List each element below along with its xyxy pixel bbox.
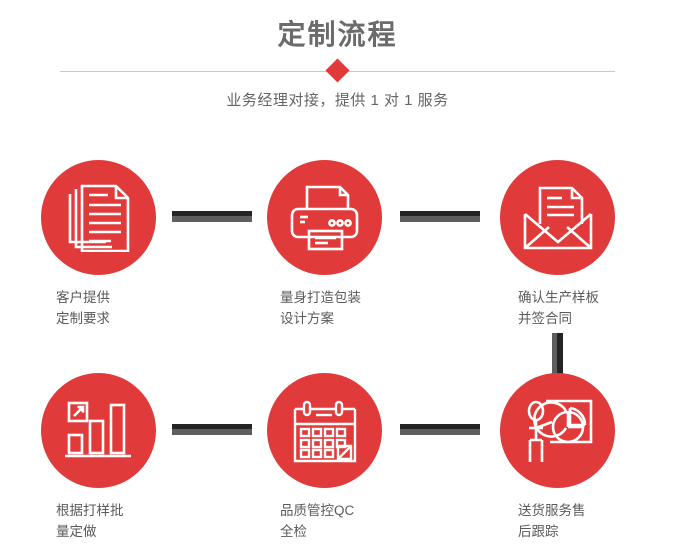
connector-bar-light <box>552 333 557 375</box>
connector-step3-step6 <box>552 333 563 375</box>
step-1-label: 客户提供 定制要求 <box>56 290 110 326</box>
connector-bar-light <box>400 216 480 222</box>
connector-step1-step2 <box>172 211 252 222</box>
connector-step5-step6 <box>400 424 480 435</box>
connector-bar-light <box>172 429 252 435</box>
connector-bar-dark <box>557 333 563 375</box>
bar-chart-growth-icon <box>64 399 133 463</box>
connector-bar-dark <box>400 211 480 216</box>
step-3-circle[interactable] <box>500 160 615 275</box>
step-5-circle[interactable] <box>267 373 382 488</box>
step-2-circle[interactable] <box>267 160 382 275</box>
calendar-check-icon <box>292 398 358 464</box>
page-title: 定制流程 <box>277 19 398 50</box>
step-6-circle[interactable] <box>500 373 615 488</box>
step-4-circle[interactable] <box>41 373 156 488</box>
documents-stack-icon <box>66 184 132 252</box>
connector-bar-light <box>172 216 252 222</box>
step-2-label: 量身打造包装 设计方案 <box>280 290 361 326</box>
step-1-circle[interactable] <box>41 160 156 275</box>
connector-bar-light <box>400 429 480 435</box>
connector-step4-step5 <box>172 424 252 435</box>
header: 定制流程 业务经理对接，提供 1 对 1 服务 <box>0 0 675 130</box>
step-4-label: 根据打样批 量定做 <box>56 503 124 539</box>
printer-icon <box>290 185 360 251</box>
connector-bar-dark <box>172 424 252 429</box>
envelope-letter-icon <box>522 186 594 250</box>
connector-step2-step3 <box>400 211 480 222</box>
subtitle: 业务经理对接，提供 1 对 1 服务 <box>226 92 449 109</box>
step-3-label: 确认生产样板 并签合同 <box>518 290 599 326</box>
step-6-label: 送货服务售 后跟踪 <box>518 503 586 539</box>
connector-bar-dark <box>400 424 480 429</box>
connector-bar-dark <box>172 211 252 216</box>
presenter-pie-chart-icon <box>522 398 594 464</box>
step-5-label: 品质管控QC 全检 <box>280 503 355 539</box>
